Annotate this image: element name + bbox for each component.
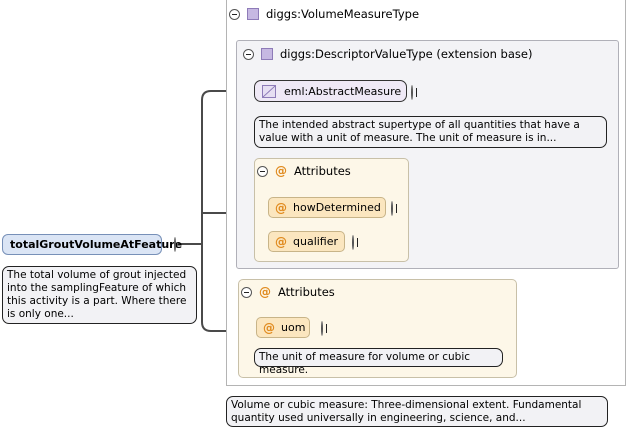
connector-to-uom bbox=[201, 244, 256, 332]
at-sign-icon: @ bbox=[259, 285, 271, 299]
attributes-label: Attributes bbox=[278, 285, 335, 299]
uom-documentation: The unit of measure for volume or cubic … bbox=[254, 348, 503, 376]
collapse-attributes-icon[interactable] bbox=[241, 286, 252, 298]
attribute-name: uom bbox=[281, 321, 306, 334]
extension-name: diggs:DescriptorValueType (extension bas… bbox=[280, 47, 533, 61]
expand-qualifier-icon[interactable] bbox=[352, 235, 354, 250]
type-attributes-header: @ Attributes bbox=[241, 285, 335, 299]
abstract-element-documentation: The intended abstract supertype of all q… bbox=[254, 116, 607, 148]
abstract-element-name: eml:AbstractMeasure bbox=[284, 84, 402, 98]
collapse-extension-icon[interactable] bbox=[243, 48, 254, 60]
abstract-element-icon bbox=[262, 84, 276, 98]
collapse-attributes-icon[interactable] bbox=[257, 165, 268, 177]
at-sign-icon: @ bbox=[275, 234, 287, 249]
root-element-documentation: The total volume of grout injected into … bbox=[2, 266, 197, 324]
root-element-box[interactable]: totalGroutVolumeAtFeature bbox=[2, 234, 182, 255]
abstract-element-box[interactable]: eml:AbstractMeasure bbox=[254, 80, 407, 102]
expand-abstract-icon[interactable] bbox=[411, 85, 413, 100]
complex-type-icon bbox=[261, 48, 273, 60]
collapse-root-icon[interactable] bbox=[174, 237, 176, 252]
at-sign-icon: @ bbox=[263, 320, 275, 335]
complex-type-documentation: Volume or cubic measure: Three-dimension… bbox=[226, 396, 608, 427]
root-element-name: totalGroutVolumeAtFeature bbox=[10, 238, 183, 251]
attribute-qualifier[interactable]: @ qualifier bbox=[268, 231, 345, 252]
complex-type-icon bbox=[247, 8, 259, 20]
complex-type-name: diggs:VolumeMeasureType bbox=[266, 7, 420, 21]
at-sign-icon: @ bbox=[275, 164, 287, 178]
attribute-name: howDetermined bbox=[293, 201, 381, 214]
complex-type-header: diggs:VolumeMeasureType bbox=[229, 4, 419, 24]
expand-uom-icon[interactable] bbox=[321, 321, 323, 336]
attribute-uom[interactable]: @ uom bbox=[256, 317, 310, 338]
connector-to-abstract bbox=[201, 90, 254, 244]
attribute-howdetermined[interactable]: @ howDetermined bbox=[268, 197, 386, 218]
at-sign-icon: @ bbox=[275, 200, 287, 215]
collapse-type-icon[interactable] bbox=[229, 8, 240, 20]
attribute-name: qualifier bbox=[293, 235, 339, 248]
extension-attributes-header: @ Attributes bbox=[257, 164, 351, 178]
extension-header: diggs:DescriptorValueType (extension bas… bbox=[243, 44, 532, 64]
attributes-label: Attributes bbox=[294, 164, 351, 178]
expand-howdetermined-icon[interactable] bbox=[391, 201, 393, 216]
